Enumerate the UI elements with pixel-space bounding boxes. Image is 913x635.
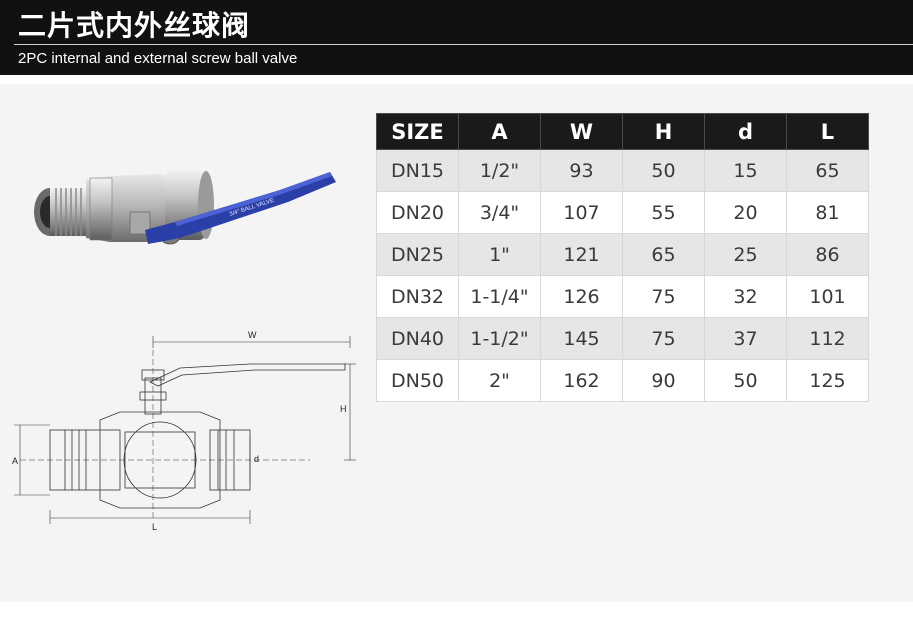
table-row: DN32 1-1/4" 126 75 32 101 [376, 275, 869, 318]
cell-d: 25 [704, 233, 787, 276]
cell-l: 112 [786, 317, 869, 360]
table-row: DN25 1" 121 65 25 86 [376, 233, 869, 276]
dimension-label-l: L [152, 522, 157, 532]
page-title: 二片式内外丝球阀 [18, 9, 251, 42]
header-l: L [786, 113, 869, 150]
header-divider [14, 44, 913, 45]
cell-l: 101 [786, 275, 869, 318]
cell-d: 32 [704, 275, 787, 318]
cell-l: 81 [786, 191, 869, 234]
dimension-label-d: d [254, 454, 259, 464]
cell-w: 126 [540, 275, 623, 318]
spec-table: SIZE A W H d L DN15 1/2" 93 50 15 65 DN2… [376, 113, 869, 402]
cell-size: DN20 [376, 191, 459, 234]
table-row: DN15 1/2" 93 50 15 65 [376, 149, 869, 192]
cell-a: 3/4" [458, 191, 541, 234]
dimension-label-w: W [248, 330, 257, 340]
page-header: 二片式内外丝球阀 2PC internal and external screw… [0, 0, 913, 75]
cell-size: DN50 [376, 359, 459, 402]
cell-d: 20 [704, 191, 787, 234]
cell-h: 75 [622, 317, 705, 360]
cell-h: 90 [622, 359, 705, 402]
cell-l: 86 [786, 233, 869, 276]
cell-w: 107 [540, 191, 623, 234]
cell-h: 55 [622, 191, 705, 234]
spec-table-header: SIZE A W H d L [376, 113, 869, 150]
cell-size: DN40 [376, 317, 459, 360]
header-d: d [704, 113, 787, 150]
cell-d: 15 [704, 149, 787, 192]
cell-a: 1-1/4" [458, 275, 541, 318]
cell-size: DN15 [376, 149, 459, 192]
cell-w: 121 [540, 233, 623, 276]
cell-w: 162 [540, 359, 623, 402]
header-a: A [458, 113, 541, 150]
dimension-label-h: H [340, 404, 347, 414]
cell-d: 37 [704, 317, 787, 360]
cell-l: 65 [786, 149, 869, 192]
header-w: W [540, 113, 623, 150]
cell-a: 1" [458, 233, 541, 276]
cell-a: 1-1/2" [458, 317, 541, 360]
ball-valve-photo: 3/4" BALL VALVE [34, 170, 336, 245]
table-row: DN40 1-1/2" 145 75 37 112 [376, 317, 869, 360]
cell-w: 93 [540, 149, 623, 192]
cell-h: 75 [622, 275, 705, 318]
header-size: SIZE [376, 113, 459, 150]
cell-h: 50 [622, 149, 705, 192]
cell-a: 1/2" [458, 149, 541, 192]
page-subtitle: 2PC internal and external screw ball val… [18, 50, 298, 67]
cell-d: 50 [704, 359, 787, 402]
cell-h: 65 [622, 233, 705, 276]
cell-a: 2" [458, 359, 541, 402]
cell-l: 125 [786, 359, 869, 402]
header-h: H [622, 113, 705, 150]
cell-size: DN25 [376, 233, 459, 276]
cell-size: DN32 [376, 275, 459, 318]
dimension-drawing: W H A d L [12, 330, 356, 532]
dimension-label-a: A [12, 456, 18, 466]
cell-w: 145 [540, 317, 623, 360]
table-row: DN50 2" 162 90 50 125 [376, 359, 869, 402]
table-row: DN20 3/4" 107 55 20 81 [376, 191, 869, 234]
